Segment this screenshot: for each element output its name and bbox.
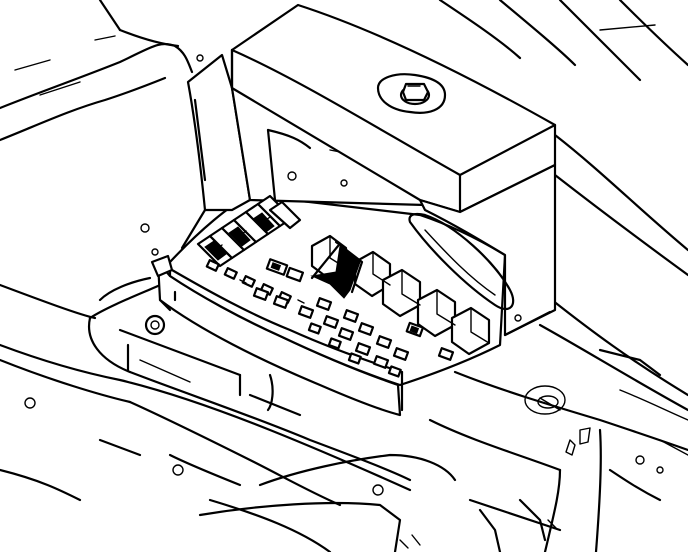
direction-arrow-icon (310, 240, 364, 299)
fuse-box-lid (180, 3, 557, 337)
fuse-array (196, 194, 491, 378)
